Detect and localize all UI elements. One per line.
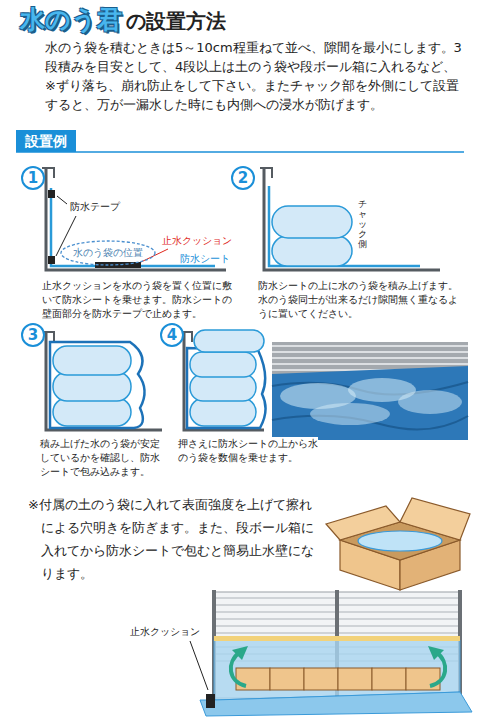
waterproof-sheet <box>269 186 420 266</box>
water-bag <box>190 374 256 401</box>
note-text: ※付属の土のう袋に入れて表面強度を上げて擦れによる穴明きを防ぎます。また、段ボー… <box>28 493 318 585</box>
cardboard-box <box>236 668 270 690</box>
step-text: 止水クッションを水のう袋を置く位置に敷いて防水シートを乗せます。防水シートの壁面… <box>42 279 234 321</box>
part-label: チャック側 <box>358 200 367 249</box>
step-text: 防水シートの上に水のう袋を積み上げます。水のう袋同士が出来るだけ隙間無く重なるよ… <box>258 279 463 321</box>
water-bag <box>53 398 131 426</box>
step-circle: 1 <box>21 166 45 190</box>
callout-number: 4 <box>160 323 184 347</box>
step-circle-shape <box>22 167 44 189</box>
position-text: 水のう袋の位置 <box>60 240 156 266</box>
box-flap <box>400 498 470 540</box>
part-label: 防水テープ <box>70 200 120 214</box>
cardboard-box <box>270 668 304 690</box>
section-tab: 設置例 <box>16 130 76 152</box>
water-bag <box>190 352 256 377</box>
callout-number: 1 <box>21 166 45 190</box>
wall-floor <box>264 168 440 270</box>
section-rule <box>16 151 464 153</box>
weight-bag <box>194 330 264 352</box>
slat <box>272 351 468 353</box>
water-bag <box>190 398 256 426</box>
intro-paragraph: 水のう袋を積むときは5～10cm程重ねて並べ、隙間を最小にします。3段積みを目安… <box>45 38 465 114</box>
cardboard-box <box>372 668 406 690</box>
box-row <box>236 668 440 690</box>
product-logo: 水のう君 <box>20 3 122 36</box>
wall-floor <box>46 332 162 430</box>
photo-ground <box>272 342 468 440</box>
cardboard-box <box>338 668 372 690</box>
bag-in-box <box>358 531 442 551</box>
wrapped-sheet <box>50 342 145 428</box>
water-bag <box>272 236 352 266</box>
section-heading: 設置例 <box>16 130 76 152</box>
wrap-arrow <box>430 652 445 686</box>
step-circle-shape <box>22 324 44 346</box>
floor-sheet <box>200 692 472 716</box>
cardboard-box <box>406 668 440 690</box>
photo-bag <box>398 390 462 414</box>
fence-sheet <box>214 640 460 700</box>
photo-tarp <box>272 366 468 440</box>
callout-number: 3 <box>21 323 45 347</box>
dashed-ellipse <box>61 241 155 265</box>
part-label: 止水クッション <box>162 234 232 248</box>
step-circle-shape <box>161 324 183 346</box>
tape-strip <box>214 636 460 641</box>
step-circle: 2 <box>231 166 255 190</box>
slat <box>272 357 468 359</box>
slat <box>272 345 468 347</box>
part-label: 防水シート <box>180 252 230 266</box>
step-circle: 3 <box>21 323 45 347</box>
wrapped-sheet <box>187 348 266 428</box>
callout-number: 2 <box>231 166 255 190</box>
wall-cap <box>260 168 272 178</box>
photo-bag <box>310 403 390 425</box>
leader-line <box>57 196 67 204</box>
arrow-head <box>232 646 248 660</box>
bag-position-ellipse: 水のう袋の位置 <box>60 240 156 266</box>
water-stop-cushion <box>206 694 215 708</box>
box-flap <box>326 506 400 540</box>
tape <box>48 190 55 198</box>
step-circle-shape <box>232 167 254 189</box>
water-bag <box>53 346 131 375</box>
part-label: 止水クッション <box>130 626 200 639</box>
wall-slats <box>272 346 468 370</box>
step-circle: 4 <box>160 323 184 347</box>
water-bag <box>53 372 131 401</box>
wrap-arrow <box>231 652 246 686</box>
title-suffix: の設置方法 <box>126 8 226 35</box>
step-text: 押さえに防水シートの上から水のう袋を数個を乗せます。 <box>178 437 318 465</box>
step-text: 積み上げた水のう袋が安定しているかを確認し、防水シートで包み込みます。 <box>40 437 168 479</box>
cardboard-box <box>304 668 338 690</box>
leader-line <box>190 641 208 690</box>
water-bag <box>272 206 352 238</box>
arrow-head <box>428 646 444 660</box>
slat <box>272 363 468 365</box>
tape <box>48 256 55 264</box>
